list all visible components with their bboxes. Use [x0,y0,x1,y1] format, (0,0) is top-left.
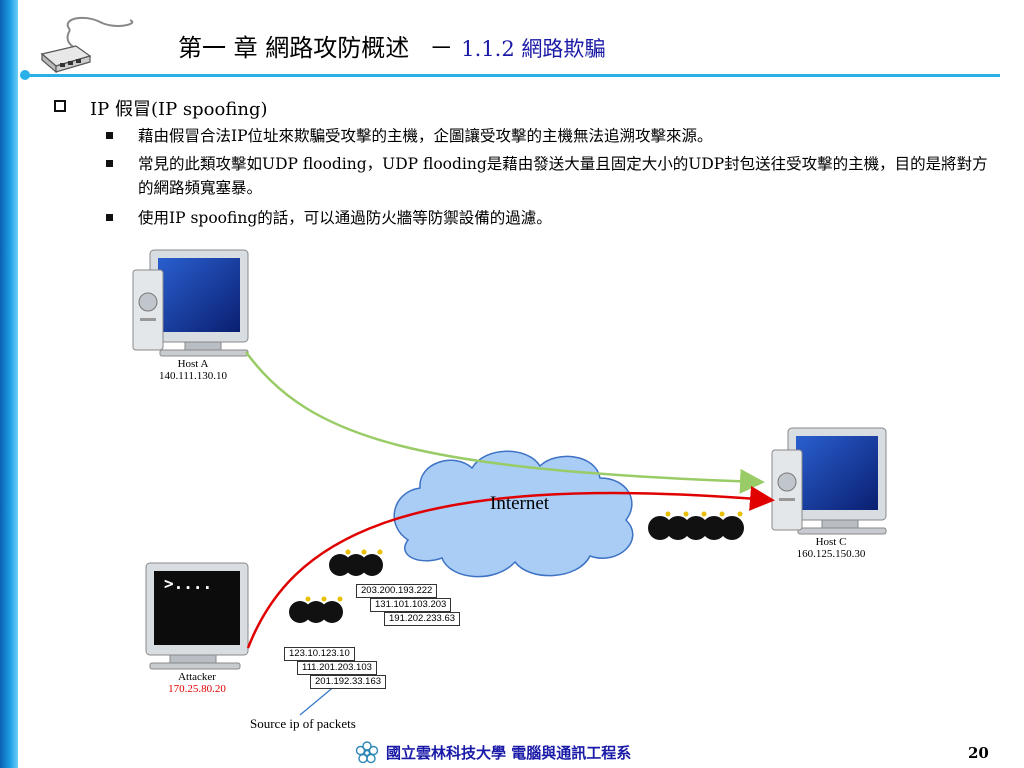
square-bullet-icon [106,160,113,167]
left-accent-bar [0,0,18,768]
internet-cloud-icon [393,450,634,578]
attacker-ip: 170.25.80.20 [168,683,226,695]
host-c-name: Host C [815,536,847,548]
header-rule [28,74,1000,77]
bullet-item-3: 使用IP spoofing的話，可以通過防火牆等防禦設備的過濾。 [138,209,552,227]
attacker-computer-icon [145,562,249,670]
footer-school: 國立雲林科技大學 電腦與通訊工程系 [386,744,632,762]
packet-bomb-icon [289,516,744,623]
spoofed-ip-box: 191.202.233.63 [384,612,461,626]
hollow-square-bullet-icon [54,100,66,112]
source-caption: Source ip of packets [250,716,356,731]
spoofed-ip-box: 111.201.203.103 [297,661,377,675]
header-rule-dot [20,70,30,80]
page-title: 第一 章 網路攻防概述 － 1.1.2 網路欺騙 [178,28,605,63]
section-title: 1.1.2 網路欺騙 [461,37,606,61]
square-bullet-icon [106,214,113,221]
host-a-name: Host A [177,358,209,370]
attacker-name: Attacker [178,671,216,683]
host-c-computer-icon [771,427,887,535]
page-number: 20 [968,744,989,762]
spoofed-ip-box: 201.192.33.163 [310,675,387,689]
bomb-fuse-icon [305,511,743,602]
spoofed-ip-box: 203.200.193.222 [356,584,438,598]
host-a-computer-icon [132,249,249,357]
network-hub-icon [40,16,134,74]
internet-label: Internet [490,493,550,514]
attacker-prompt: >.... [164,574,213,593]
title-dash: － [429,34,454,62]
square-bullet-icon [106,132,113,139]
bullet-item-1: 藉由假冒合法IP位址來欺騙受攻擊的主機，企圖讓受攻擊的主機無法追溯攻擊來源。 [138,127,713,145]
school-flower-logo-icon [355,741,379,764]
spoofed-ip-box: 131.101.103.203 [370,598,452,612]
host-a-ip: 140.111.130.10 [159,370,227,382]
host-c-ip: 160.125.150.30 [796,548,866,560]
host-c-label: Host C 160.125.150.30 [788,536,874,560]
host-a-label: Host A 140.111.130.10 [150,358,236,382]
main-bullet: IP 假冒(IP spoofing) [90,99,268,120]
spoofed-ip-box: 123.10.123.10 [284,647,355,661]
attack-path-arrow [246,485,775,649]
chapter-title: 第一 章 網路攻防概述 [178,34,410,62]
attacker-label: Attacker 170.25.80.20 [154,671,240,695]
legit-path-arrow [244,351,765,494]
bullet-item-2: 常見的此類攻擊如UDP flooding，UDP flooding是藉由發送大量… [138,155,988,197]
